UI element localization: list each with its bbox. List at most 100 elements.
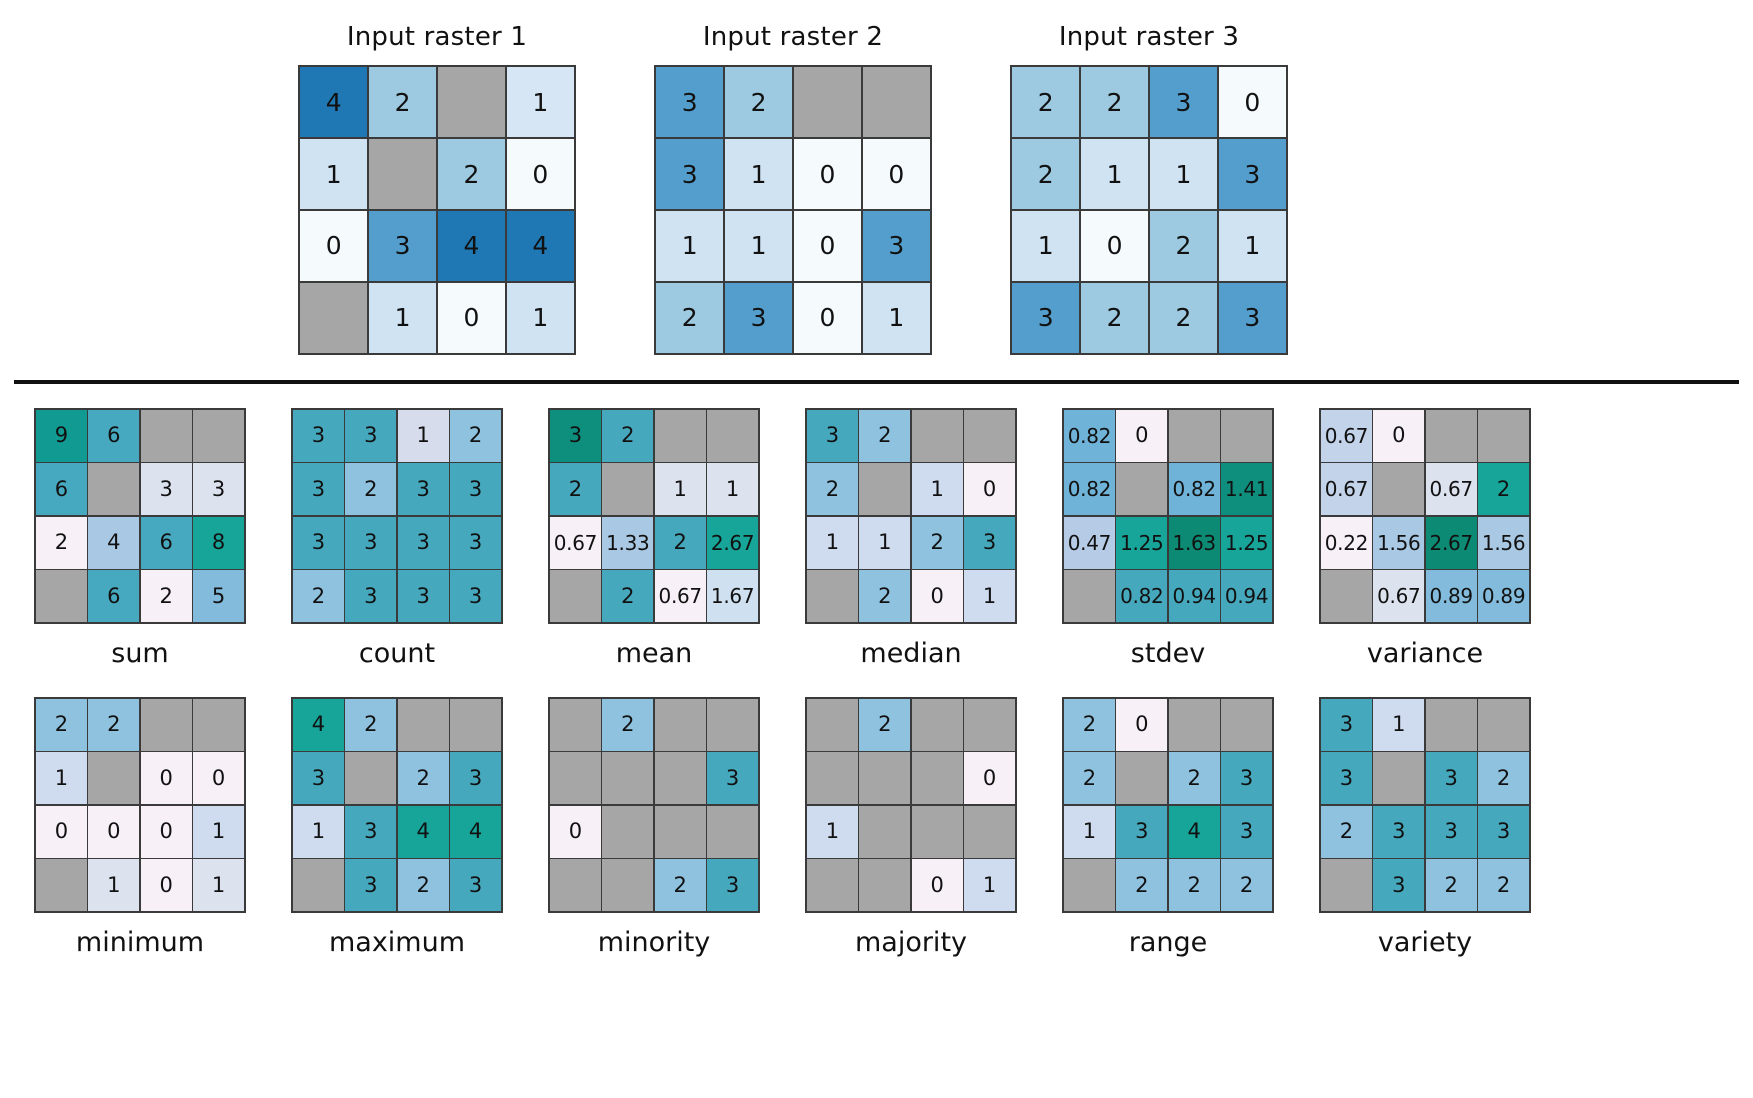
raster-cell: 0 xyxy=(793,210,862,282)
raster-cell: 1 xyxy=(193,805,244,858)
raster-cell: 0 xyxy=(911,859,963,911)
stat-label: variance xyxy=(1366,638,1484,669)
raster-cell: 2 xyxy=(345,699,397,751)
raster-cell: 0.82 xyxy=(1064,410,1115,462)
raster-cell: 4 xyxy=(88,516,140,569)
raster-cell: 2 xyxy=(397,859,449,911)
raster-cell: 3 xyxy=(397,570,449,622)
raster-cell-nodata xyxy=(911,805,963,858)
raster-cell: 1 xyxy=(1218,210,1286,282)
raster-cell: 3 xyxy=(450,859,501,911)
raster-cell: 4 xyxy=(300,67,368,138)
raster-cell-nodata xyxy=(293,859,344,911)
stat-label: variety xyxy=(1377,927,1473,958)
raster-cell: 0.67 xyxy=(1321,410,1372,462)
stat-label: majority xyxy=(854,927,968,958)
raster-cell-nodata xyxy=(193,699,244,751)
raster-cell: 2 xyxy=(1064,699,1115,751)
raster-cell-nodata xyxy=(550,859,601,911)
raster-cell-nodata xyxy=(859,463,911,516)
raster-cell: 0.67 xyxy=(654,570,706,622)
raster-cell: 0 xyxy=(1080,210,1149,282)
raster-cell-nodata xyxy=(193,410,244,462)
stat-label: sum xyxy=(111,638,169,669)
raster-cell: 0 xyxy=(964,752,1015,805)
raster-cell: 0 xyxy=(911,570,963,622)
raster-cell-nodata xyxy=(1373,463,1425,516)
raster-cell: 4 xyxy=(437,210,506,282)
raster-cell: 3 xyxy=(656,67,724,138)
raster-cell: 2 xyxy=(368,67,437,138)
raster-cell: 3 xyxy=(345,805,397,858)
raster-cell: 0 xyxy=(140,805,192,858)
raster-cell: 1 xyxy=(506,282,574,353)
raster-cell: 3 xyxy=(293,410,344,462)
raster-cell-nodata xyxy=(1064,570,1115,622)
raster-cell-nodata xyxy=(911,752,963,805)
raster-cell: 1 xyxy=(1064,805,1115,858)
raster-cell: 1.41 xyxy=(1221,463,1272,516)
raster-cell: 3 xyxy=(450,570,501,622)
raster-cell-nodata xyxy=(602,752,654,805)
raster-cell: 1 xyxy=(807,805,858,858)
raster-cell: 2.67 xyxy=(707,516,758,569)
raster-cell-nodata xyxy=(707,805,758,858)
raster-cell: 3 xyxy=(964,516,1015,569)
raster-cell-nodata xyxy=(550,570,601,622)
raster-cell: 1.63 xyxy=(1168,516,1220,569)
raster-cell-nodata xyxy=(140,699,192,751)
raster-cell-nodata xyxy=(368,138,437,210)
raster-cell: 3 xyxy=(345,570,397,622)
raster-cell: 2 xyxy=(1425,859,1477,911)
raster-cell: 2 xyxy=(550,463,601,516)
raster-cell: 1.33 xyxy=(602,516,654,569)
raster-cell: 2.67 xyxy=(1425,516,1477,569)
raster-cell: 3 xyxy=(450,752,501,805)
raster-cell-nodata xyxy=(345,752,397,805)
raster-cell-nodata xyxy=(859,859,911,911)
raster-cell: 1 xyxy=(506,67,574,138)
raster-cell: 2 xyxy=(1478,463,1529,516)
raster-cell: 2 xyxy=(36,699,87,751)
raster-cell: 0 xyxy=(964,463,1015,516)
input-raster-title: Input raster 1 xyxy=(346,22,528,52)
raster-cell: 5 xyxy=(193,570,244,622)
raster-cell: 3 xyxy=(1221,805,1272,858)
raster-cell: 3 xyxy=(368,210,437,282)
raster-cell: 6 xyxy=(88,570,140,622)
raster-cell: 2 xyxy=(1116,859,1168,911)
raster-cell: 0.82 xyxy=(1064,463,1115,516)
raster-cell: 1 xyxy=(1149,138,1218,210)
raster-cell: 3 xyxy=(656,138,724,210)
raster-cell: 2 xyxy=(36,516,87,569)
raster-cell: 3 xyxy=(707,859,758,911)
raster-cell: 1.56 xyxy=(1478,516,1529,569)
raster-cell: 1.25 xyxy=(1116,516,1168,569)
raster-cell: 3 xyxy=(1116,805,1168,858)
raster-cell-nodata xyxy=(550,699,601,751)
raster-cell: 1 xyxy=(911,463,963,516)
input-raster-title: Input raster 2 xyxy=(702,22,884,52)
raster-cell: 2 xyxy=(437,138,506,210)
raster-cell: 2 xyxy=(1080,282,1149,353)
raster-cell: 2 xyxy=(140,570,192,622)
raster-cell: 3 xyxy=(293,752,344,805)
raster-cell-nodata xyxy=(862,67,930,138)
raster-cell: 3 xyxy=(345,859,397,911)
raster-cell-nodata xyxy=(88,463,140,516)
raster-cell: 2 xyxy=(1221,859,1272,911)
